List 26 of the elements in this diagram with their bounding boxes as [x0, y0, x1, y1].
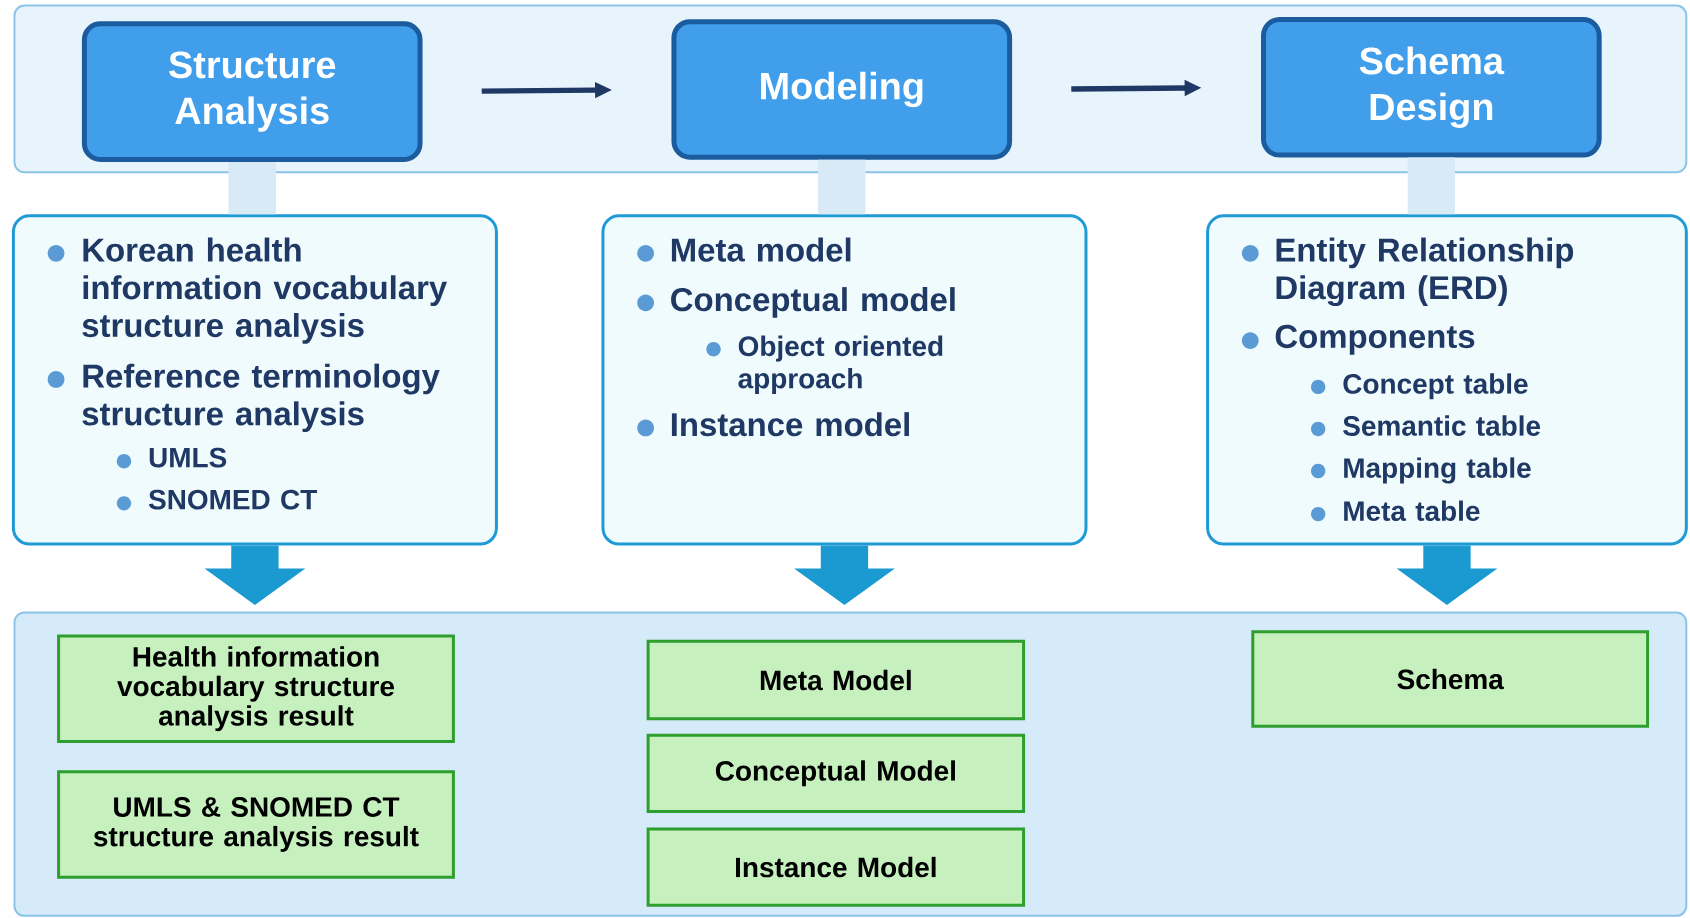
- connector-bar: [818, 159, 866, 215]
- list-item: Components: [1275, 324, 1475, 355]
- result-box: Meta Model: [646, 639, 1026, 721]
- result-box: Instance Model: [646, 827, 1026, 907]
- list-item: UMLS: [149, 447, 227, 468]
- list-item: Meta table: [1344, 500, 1480, 521]
- result-box: Health information vocabulary structure analysis result: [57, 634, 455, 743]
- list-item: Instance model: [671, 412, 909, 437]
- list-item: Conceptual model: [671, 286, 955, 318]
- list-item: Reference terminology structure analysis: [82, 363, 440, 432]
- list-item: Semantic table: [1343, 415, 1541, 436]
- result-box: Conceptual Model: [646, 733, 1026, 813]
- list-item: SNOMED CT: [148, 489, 317, 510]
- process-box: Schema Design: [1261, 16, 1602, 158]
- connector-bar: [228, 161, 276, 215]
- connector-bar: [1407, 157, 1455, 215]
- result-box: Schema: [1251, 630, 1650, 728]
- result-box: UMLS & SNOMED CT structure analysis result: [57, 770, 455, 879]
- list-item: Mapping table: [1344, 457, 1531, 484]
- process-box: Modeling: [671, 19, 1013, 160]
- list-item: Korean health information vocabulary structure analysis: [82, 237, 448, 344]
- list-item: Meta model: [671, 237, 851, 262]
- list-item: Object oriented approach: [738, 335, 943, 394]
- process-box: Structure Analysis: [81, 21, 423, 162]
- list-item: Concept table: [1343, 373, 1528, 400]
- list-item: Entity Relationship Diagram (ERD): [1276, 237, 1574, 306]
